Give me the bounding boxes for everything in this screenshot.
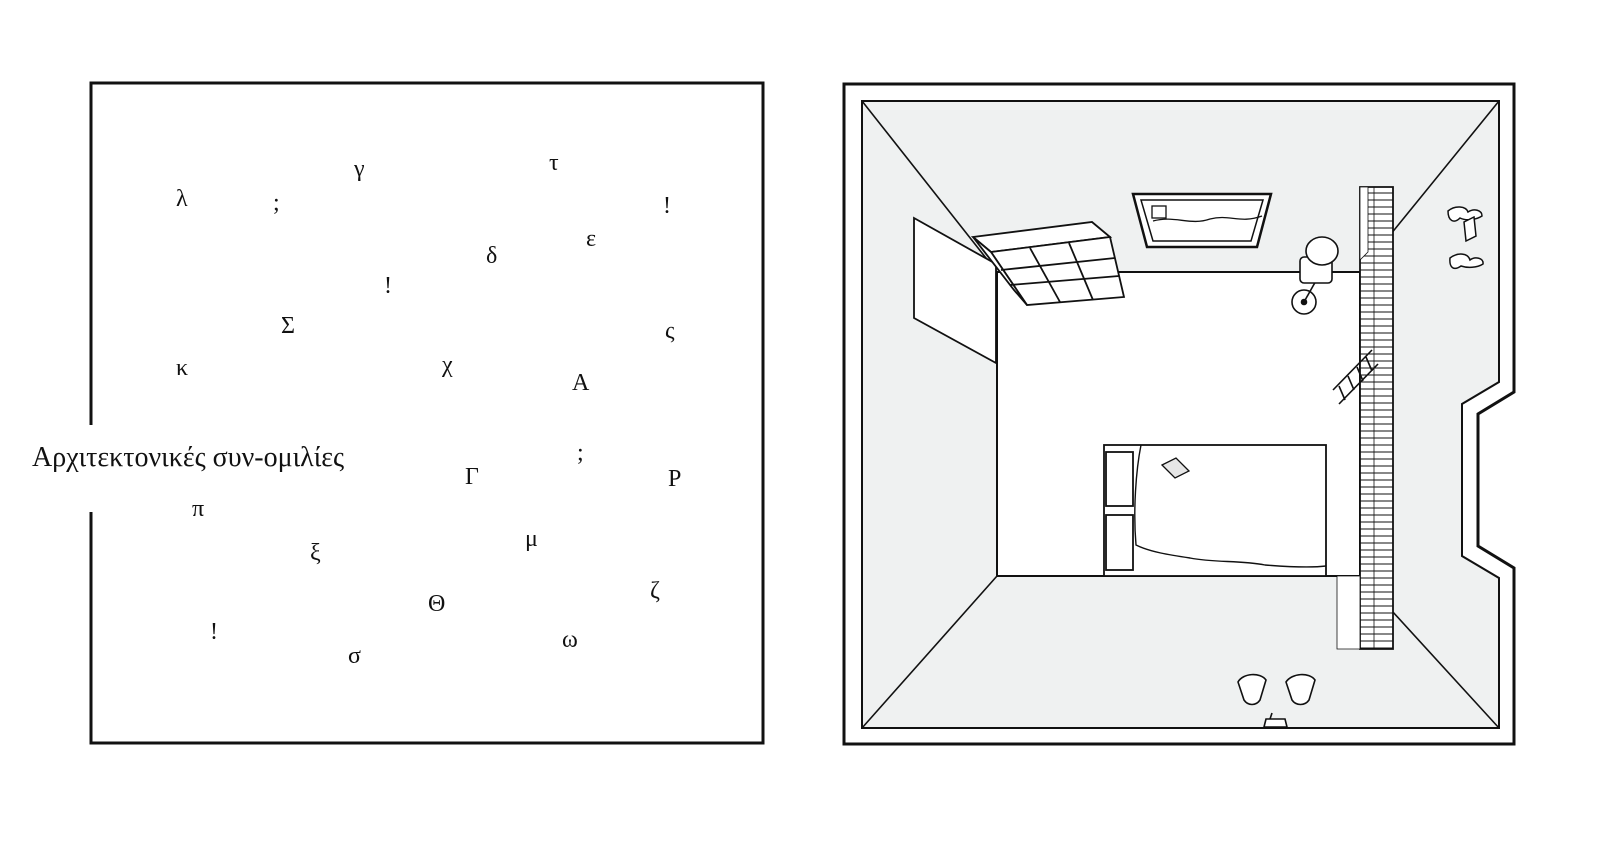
glyph: ! (210, 619, 218, 645)
glyph: ς (665, 318, 675, 344)
slipper (1449, 253, 1484, 270)
tall-bookcase (1336, 186, 1394, 650)
glyph: ζ (650, 578, 660, 604)
right-panel (842, 82, 1516, 746)
glyph: ε (586, 226, 596, 252)
glyph: ! (663, 193, 671, 219)
glyph: τ (549, 150, 559, 176)
glyph: ; (577, 440, 584, 466)
glyph: Θ (428, 591, 445, 617)
chair (1285, 673, 1316, 706)
glyph: Ρ (668, 466, 681, 492)
chair (1237, 673, 1267, 706)
wall-mirror (913, 216, 997, 365)
glyph: κ (176, 355, 188, 381)
glyph: χ (441, 352, 453, 378)
slipper (1262, 718, 1289, 728)
wall-ladder (1332, 349, 1379, 405)
glyph-cloud: λ ; γ τ ! δ ε ! Σ ς κ χ Α ; Γ Ρ π ξ μ Θ … (176, 150, 681, 669)
floor-lamp (1291, 236, 1339, 315)
floor-objects (1237, 673, 1316, 728)
glyph: Γ (465, 464, 479, 490)
pillow (1105, 514, 1134, 571)
glyph: γ (353, 156, 365, 182)
bed-blanket (1134, 444, 1327, 568)
wall-objects (1447, 206, 1484, 270)
left-frame (89, 81, 765, 745)
panel-title: Αρχιτεκτονικές συν-ομιλίες (32, 442, 344, 473)
shelf-unit (970, 221, 1126, 306)
glyph: ; (273, 190, 280, 216)
glyph: π (192, 496, 204, 522)
glyph: δ (486, 243, 497, 269)
book (1160, 457, 1191, 479)
left-panel: Αρχιτεκτονικές συν-ομιλίες λ ; γ τ ! δ ε… (32, 81, 765, 745)
glyph: Α (572, 370, 590, 396)
glyph: ! (384, 273, 392, 299)
pillow (1105, 451, 1134, 507)
glyph: ξ (310, 540, 321, 566)
glyph: μ (525, 526, 538, 552)
glyph: σ (348, 643, 361, 669)
ceiling-window (1131, 192, 1273, 249)
book (1463, 215, 1477, 243)
glyph: λ (176, 186, 188, 212)
bed (1103, 444, 1327, 577)
glyph: ω (562, 627, 578, 653)
glyph: Σ (281, 313, 295, 339)
